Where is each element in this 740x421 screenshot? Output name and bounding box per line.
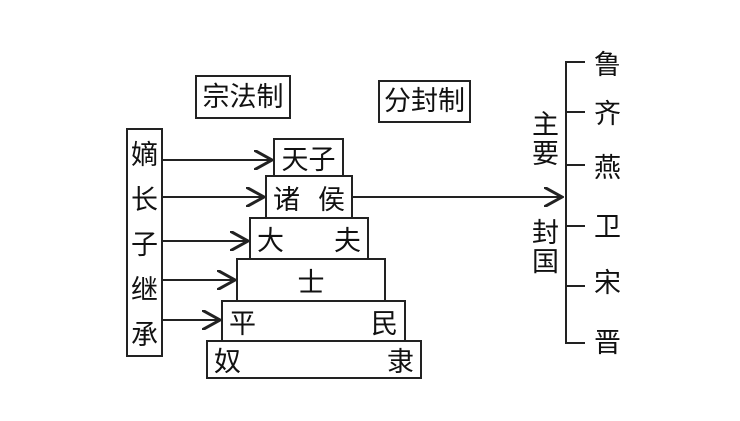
state-item: 卫 [594, 212, 621, 243]
tier-shi: 士 [236, 258, 386, 302]
tier-label-left: 大 [257, 226, 284, 257]
fenfeng-heading: 分封制 [378, 80, 471, 123]
label-main: 主要 [527, 110, 558, 168]
succession-box: 嫡 长 子 继 承 [126, 128, 163, 357]
tier-label: 天子 [281, 145, 336, 176]
succession-char: 承 [131, 320, 158, 351]
zongfa-heading: 宗法制 [195, 75, 291, 119]
tier-label-left: 奴 [214, 347, 241, 378]
succession-char: 长 [131, 185, 158, 216]
succession-char: 继 [131, 275, 158, 306]
state-item: 晋 [594, 328, 621, 359]
tier-label-left: 诸 [273, 184, 300, 216]
tier-label-left: 平 [229, 308, 256, 340]
tier-tianzi: 天子 [273, 138, 344, 177]
state-item: 燕 [594, 153, 621, 184]
label-states: 封国 [527, 218, 558, 276]
tier-label: 士 [297, 267, 325, 299]
succession-char: 子 [131, 230, 158, 261]
tier-label-right: 夫 [334, 226, 361, 257]
state-item: 鲁 [594, 50, 621, 81]
tier-label-right: 民 [371, 308, 398, 340]
tier-nuli: 奴隶 [206, 340, 422, 379]
succession-char: 嫡 [131, 140, 158, 171]
tier-label-right: 侯 [318, 184, 345, 216]
state-item: 齐 [594, 99, 621, 130]
tier-pingmin: 平民 [221, 300, 406, 342]
tier-label-right: 隶 [387, 347, 414, 378]
state-item: 宋 [594, 268, 621, 299]
tier-daifu: 大夫 [249, 217, 369, 260]
states-bracket [565, 61, 585, 344]
tier-zhuhou: 诸侯 [265, 175, 353, 219]
